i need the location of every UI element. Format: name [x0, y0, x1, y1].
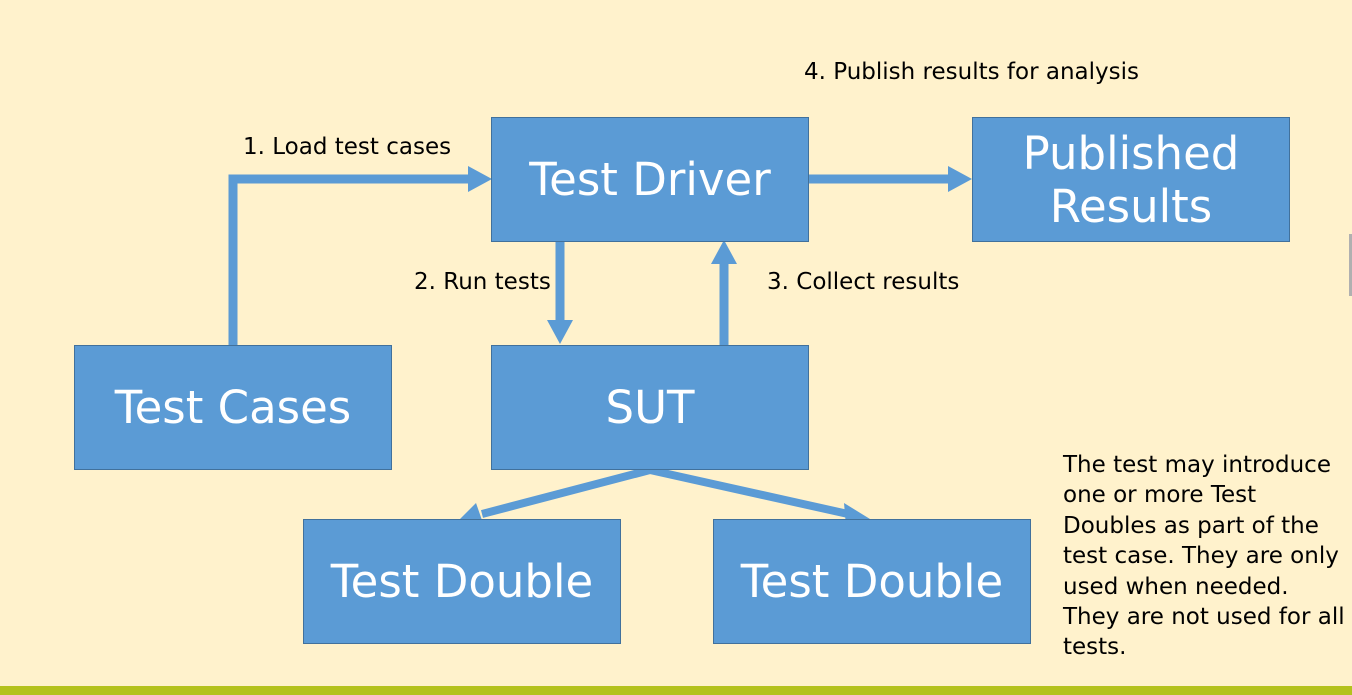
run-tests-label: 2. Run tests: [414, 269, 551, 295]
arrowhead-publish: [948, 166, 972, 192]
sut-label: SUT: [605, 381, 695, 434]
test-double-left-box: Test Double: [303, 519, 621, 644]
edge-marker: [1349, 234, 1352, 296]
arrowhead-run: [547, 320, 573, 344]
test-double-right-label: Test Double: [740, 555, 1004, 608]
published-results-box: Published Results: [972, 117, 1290, 242]
arrow-sut-to-double-right: [649, 466, 849, 518]
collect-results-label: 3. Collect results: [767, 269, 960, 295]
load-test-cases-label: 1. Load test cases: [243, 134, 452, 160]
test-double-right-box: Test Double: [713, 519, 1031, 644]
arrowhead-collect: [711, 240, 737, 264]
test-double-left-label: Test Double: [330, 555, 594, 608]
publish-results-label: 4. Publish results for analysis: [804, 59, 1139, 85]
published-results-label: Published Results: [1022, 126, 1240, 233]
arrow-sut-to-double-left: [480, 466, 652, 518]
footer-bar: [0, 686, 1352, 695]
sut-box: SUT: [491, 345, 809, 470]
arrowhead-load: [468, 166, 492, 192]
test-driver-label: Test Driver: [529, 153, 771, 206]
arrow-load-test-cases: [228, 174, 470, 346]
test-cases-box: Test Cases: [74, 345, 392, 470]
test-driver-box: Test Driver: [491, 117, 809, 242]
test-doubles-note: The test may introduce one or more Test …: [1063, 452, 1345, 661]
test-cases-label: Test Cases: [114, 381, 352, 434]
